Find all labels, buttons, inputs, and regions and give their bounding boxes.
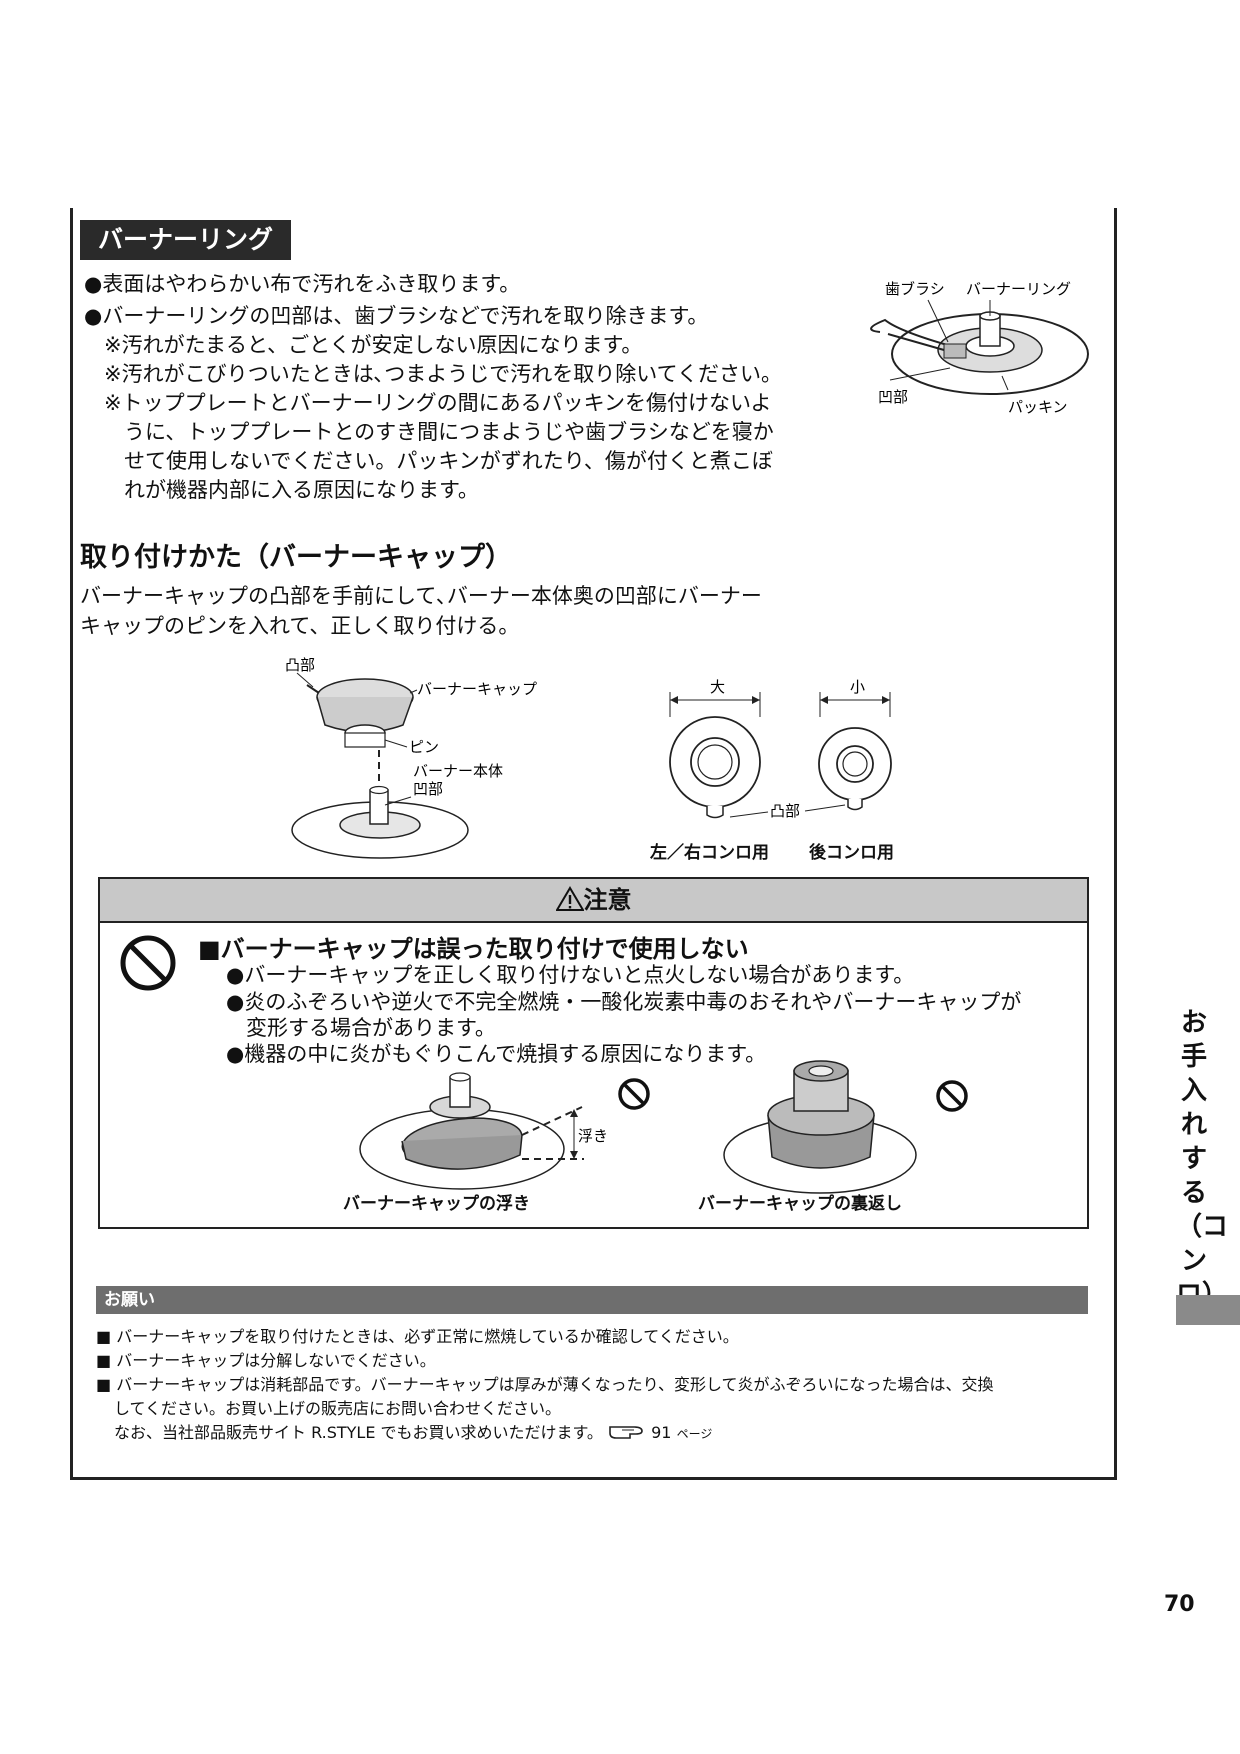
label-body-recess: 凹部	[413, 780, 443, 798]
caution-header-text: 注意	[583, 886, 632, 914]
ring-note-1: ※汚れがたまると、ごとくが安定しない原因になります。	[104, 333, 643, 357]
ring-note-2: ※汚れがこびりついたときは､つまようじで汚れを取り除いてください。	[104, 362, 783, 386]
request-item-2: ■ バーナーキャップは分解しないでください。	[96, 1351, 436, 1370]
caution-item-2: ●炎のふぞろいや逆火で不完全燃焼・一酸化炭素中毒のおそれやバーナーキャップが	[226, 990, 1022, 1014]
ring-note-3-cont-3: れが機器内部に入る原因になります。	[124, 478, 479, 502]
caution-item-2-cont: 変形する場合があります。	[246, 1016, 496, 1040]
request-item-3: ■ バーナーキャップは消耗部品です。バーナーキャップは厚みが薄くなったり、変形し…	[96, 1375, 994, 1394]
label-burner-cap: バーナーキャップ	[417, 680, 537, 698]
reference-page-suffix: ページ	[676, 1427, 713, 1441]
caution-item-1: ●バーナーキャップを正しく取り付けないと点火しない場合があります。	[226, 963, 915, 987]
cap-flipped-illustration	[723, 1060, 968, 1194]
prohibited-icon	[120, 935, 176, 991]
ring-line-2: ●バーナーリングの凹部は、歯ブラシなどで汚れを取り除きます。	[84, 304, 709, 328]
caption-cap-flipped: バーナーキャップの裏返し	[698, 1194, 902, 1214]
caption-rear: 後コンロ用	[809, 843, 894, 863]
ring-note-3: ※トッププレートとバーナーリングの間にあるパッキンを傷付けないよ	[104, 391, 772, 415]
caution-heading: ■バーナーキャップは誤った取り付けで使用しない	[198, 935, 749, 963]
frame-left	[70, 208, 73, 1480]
burner-cap-size-illustration: 大 小 凸部	[669, 678, 892, 820]
frame-right	[1114, 208, 1117, 1480]
warning-triangle-icon	[554, 886, 585, 911]
ring-line-1: ●表面はやわらかい布で汚れをふき取ります。	[84, 272, 521, 296]
label-recess: 凹部	[878, 388, 908, 406]
cap-floating-illustration: 浮き	[359, 1072, 650, 1190]
caution-header: 注意	[100, 879, 1087, 923]
label-toothbrush: 歯ブラシ	[885, 280, 945, 298]
label-large: 大	[710, 678, 725, 696]
label-packing: パッキン	[1008, 398, 1068, 416]
pointing-hand-icon	[609, 1426, 643, 1439]
side-tab-label: お手入れする（コンロ）	[1176, 1008, 1229, 1310]
caution-box: 注意 ■バーナーキャップは誤った取り付けで使用しない ●バーナーキャップを正しく…	[98, 877, 1089, 1229]
caption-left-right: 左／右コンロ用	[650, 843, 769, 863]
side-tab-marker	[1176, 1295, 1240, 1325]
caution-item-3: ●機器の中に炎がもぐりこんで焼損する原因になります。	[226, 1042, 767, 1066]
caption-cap-floating: バーナーキャップの浮き	[343, 1194, 530, 1214]
label-small: 小	[850, 678, 865, 696]
request-item-1: ■ バーナーキャップを取り付けたときは、必ず正常に燃焼しているか確認してください…	[96, 1327, 739, 1346]
frame-bottom	[70, 1477, 1117, 1480]
label-pin: ピン	[409, 738, 439, 756]
ring-note-3-cont-1: うに、トッププレートとのすき間につまようじや歯ブラシなどを寝か	[124, 420, 774, 444]
label-protrusion-2: 凸部	[770, 802, 800, 820]
label-float: 浮き	[578, 1127, 608, 1145]
section-title-burner-ring: バーナーリング	[80, 220, 292, 260]
request-item-3-cont-1: してください。お買い上げの販売店にお問い合わせください。	[114, 1399, 562, 1418]
install-line-1: バーナーキャップの凸部を手前にして､バーナー本体奥の凹部にバーナー	[80, 584, 762, 608]
label-protrusion: 凸部	[285, 656, 315, 674]
request-item-3-cont-2: なお、当社部品販売サイト R.STYLE でもお買い求めいただけます。 91 ペ…	[114, 1421, 712, 1446]
page-number: 70	[1164, 1592, 1195, 1617]
label-burner-ring: バーナーリング	[966, 280, 1071, 298]
request-item-3-cont-2-text: なお、当社部品販売サイト R.STYLE でもお買い求めいただけます。	[114, 1423, 603, 1442]
label-burner-body: バーナー本体	[413, 762, 503, 780]
burner-cap-install-illustration: 凸部 バーナーキャップ ピン バーナー本体 凹部	[285, 656, 537, 859]
burner-ring-cleaning-illustration: 歯ブラシ バーナーリング 凹部 パッキン	[870, 280, 1089, 416]
request-header: お願い	[96, 1286, 1088, 1314]
reference-page-number[interactable]: 91	[651, 1423, 672, 1442]
install-line-2: キャップのピンを入れて、正しく取り付ける。	[80, 614, 520, 638]
section-title-install: 取り付けかた（バーナーキャップ）	[80, 542, 512, 573]
ring-note-3-cont-2: せて使用しないでください。パッキンがずれたり、傷が付くと煮こぼ	[124, 449, 773, 473]
